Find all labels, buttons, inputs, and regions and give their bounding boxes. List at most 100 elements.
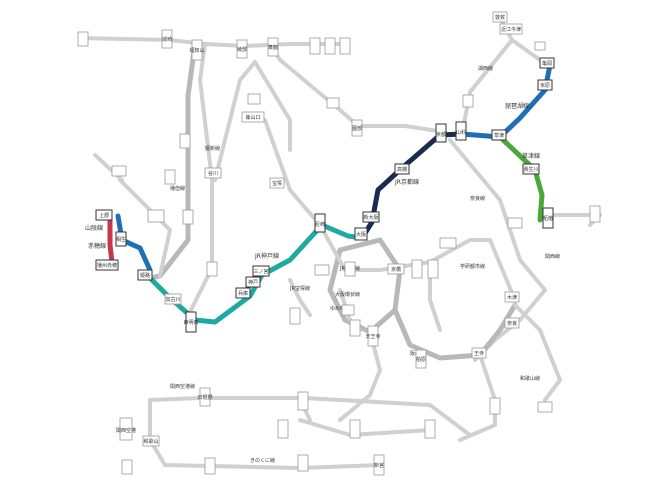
station-shingu[interactable]: 新宮 — [373, 454, 385, 476]
station-box[interactable] — [204, 457, 216, 475]
station-maibara[interactable]: 米原 — [537, 79, 553, 91]
label-biwako: 琵琶湖線 — [505, 102, 529, 110]
station-box[interactable] — [179, 133, 191, 149]
station-box[interactable] — [121, 459, 133, 475]
station-kashiwara[interactable]: 柏原 — [415, 349, 427, 369]
station-kyobashi[interactable]: 京橋 — [387, 263, 405, 275]
line-sakurai-gray — [513, 303, 562, 402]
station-kamigori[interactable]: 上郡 — [95, 209, 113, 221]
label-kansai: 関西線 — [545, 253, 560, 260]
svg-text:高槻: 高槻 — [397, 166, 407, 173]
station-ayabe[interactable]: 綾部 — [236, 39, 248, 59]
svg-text:王寺: 王寺 — [474, 351, 484, 357]
station-box[interactable] — [439, 237, 457, 249]
line-kansai-gray — [392, 302, 518, 361]
svg-text:西明石: 西明石 — [183, 320, 198, 326]
station-tanikawa[interactable]: 谷川 — [204, 167, 222, 179]
station-box[interactable] — [297, 391, 309, 411]
station-box[interactable] — [326, 97, 340, 109]
station-box[interactable] — [534, 41, 546, 51]
station-kameoka[interactable]: 亀岡 — [539, 57, 555, 69]
station-box[interactable] — [297, 454, 309, 472]
station-box[interactable] — [349, 319, 361, 337]
station-box[interactable] — [309, 37, 321, 55]
station-box[interactable] — [344, 261, 356, 277]
label-kansaiairport: 関西空港線 — [170, 383, 195, 390]
station-box[interactable] — [277, 419, 289, 439]
station-takarazuka[interactable]: 宝塚 — [269, 177, 285, 189]
station-hyogo[interactable]: 兵庫 — [235, 287, 251, 299]
station-yamashina[interactable]: 山科 — [455, 121, 467, 141]
station-sonobe[interactable]: 園部 — [351, 119, 363, 137]
label-wakayama: 和歌山線 — [520, 375, 540, 382]
station-amagasaki[interactable]: 尼崎 — [314, 213, 326, 233]
station-box[interactable] — [341, 304, 355, 316]
station-fukuchiyama[interactable]: 福知山 — [189, 39, 205, 61]
station-osaka[interactable]: 大阪 — [354, 227, 368, 241]
station-box[interactable] — [507, 217, 523, 229]
svg-text:篠山口: 篠山口 — [245, 114, 260, 121]
station-banshuako[interactable]: 播州赤穂 — [95, 259, 119, 271]
station-maizuru[interactable]: 舞鶴 — [267, 37, 279, 57]
station-box[interactable] — [324, 37, 336, 55]
station-box[interactable] — [206, 261, 218, 277]
station-omiimazu[interactable]: 近江今津 — [499, 23, 523, 35]
station-nishiakashi[interactable]: 西明石 — [183, 311, 199, 333]
station-box[interactable] — [314, 264, 330, 276]
station-box[interactable] — [247, 93, 261, 105]
station-hineno[interactable]: 日根野 — [197, 387, 213, 407]
station-box[interactable] — [489, 397, 501, 415]
station-box[interactable] — [462, 94, 474, 108]
svg-text:山科: 山科 — [456, 129, 466, 136]
station-kusatsu[interactable]: 草津 — [491, 129, 507, 141]
station-box[interactable] — [537, 401, 553, 413]
station-tsuruga[interactable]: 敦賀 — [492, 11, 508, 23]
station-kobe[interactable]: 神戸 — [245, 276, 261, 288]
svg-text:草津: 草津 — [494, 132, 504, 139]
svg-text:三ノ宮: 三ノ宮 — [253, 268, 268, 275]
station-aioi[interactable]: 相生 — [115, 231, 127, 247]
station-box[interactable] — [147, 209, 165, 223]
svg-text:敦賀: 敦賀 — [495, 14, 505, 21]
svg-text:城崎: 城崎 — [162, 36, 172, 43]
station-kinosaki[interactable]: 城崎 — [161, 29, 173, 49]
station-shinosaka[interactable]: 新大阪 — [362, 211, 380, 223]
station-sannomiya[interactable]: 三ノ宮 — [252, 265, 270, 277]
station-box[interactable] — [111, 165, 127, 177]
station-kyoto[interactable]: 京都 — [435, 123, 447, 143]
station-box[interactable] — [289, 307, 301, 325]
station-kansaikuko[interactable]: 関西空港 — [116, 417, 136, 441]
svg-text:京橋: 京橋 — [391, 266, 401, 273]
label-kusatsu: 草津線 — [522, 152, 540, 160]
station-himeji[interactable]: 姫路 — [137, 269, 153, 281]
station-box[interactable] — [182, 209, 194, 225]
station-box[interactable] — [77, 31, 89, 47]
line-sonobe-gray — [213, 60, 257, 182]
station-nara[interactable]: 奈良 — [504, 317, 520, 329]
station-box[interactable] — [164, 169, 176, 185]
station-wakayama[interactable]: 和歌山 — [142, 435, 160, 447]
station-box[interactable] — [339, 37, 351, 55]
station-box[interactable] — [427, 259, 439, 279]
svg-text:新大阪: 新大阪 — [363, 214, 378, 221]
svg-text:柘植: 柘植 — [543, 215, 553, 222]
station-takatsuki[interactable]: 高槻 — [394, 163, 410, 175]
station-box[interactable] — [411, 259, 423, 279]
svg-text:和歌山: 和歌山 — [143, 438, 158, 445]
label-jrkyoto: JR京都線 — [394, 178, 419, 186]
station-kakogawa[interactable]: 加古川 — [164, 293, 182, 305]
station-box[interactable] — [349, 419, 361, 439]
station-tennoji[interactable]: 天王寺 — [365, 325, 381, 347]
stations: 亀岡 米原 山科 京都 草津 貴生川 柘植 高槻 — [77, 11, 601, 476]
station-sasayamaguchi[interactable]: 篠山口 — [241, 111, 265, 123]
station-tsuge[interactable]: 柘植 — [542, 207, 554, 229]
svg-text:綾部: 綾部 — [237, 46, 247, 53]
station-box[interactable] — [589, 205, 601, 223]
svg-text:木津: 木津 — [507, 294, 517, 301]
label-katamachi: 学研都市線 — [460, 263, 485, 270]
station-kizu[interactable]: 木津 — [504, 291, 520, 303]
station-kibukawa[interactable]: 貴生川 — [522, 163, 540, 175]
station-box[interactable] — [424, 419, 436, 439]
station-oji[interactable]: 王寺 — [471, 347, 487, 359]
